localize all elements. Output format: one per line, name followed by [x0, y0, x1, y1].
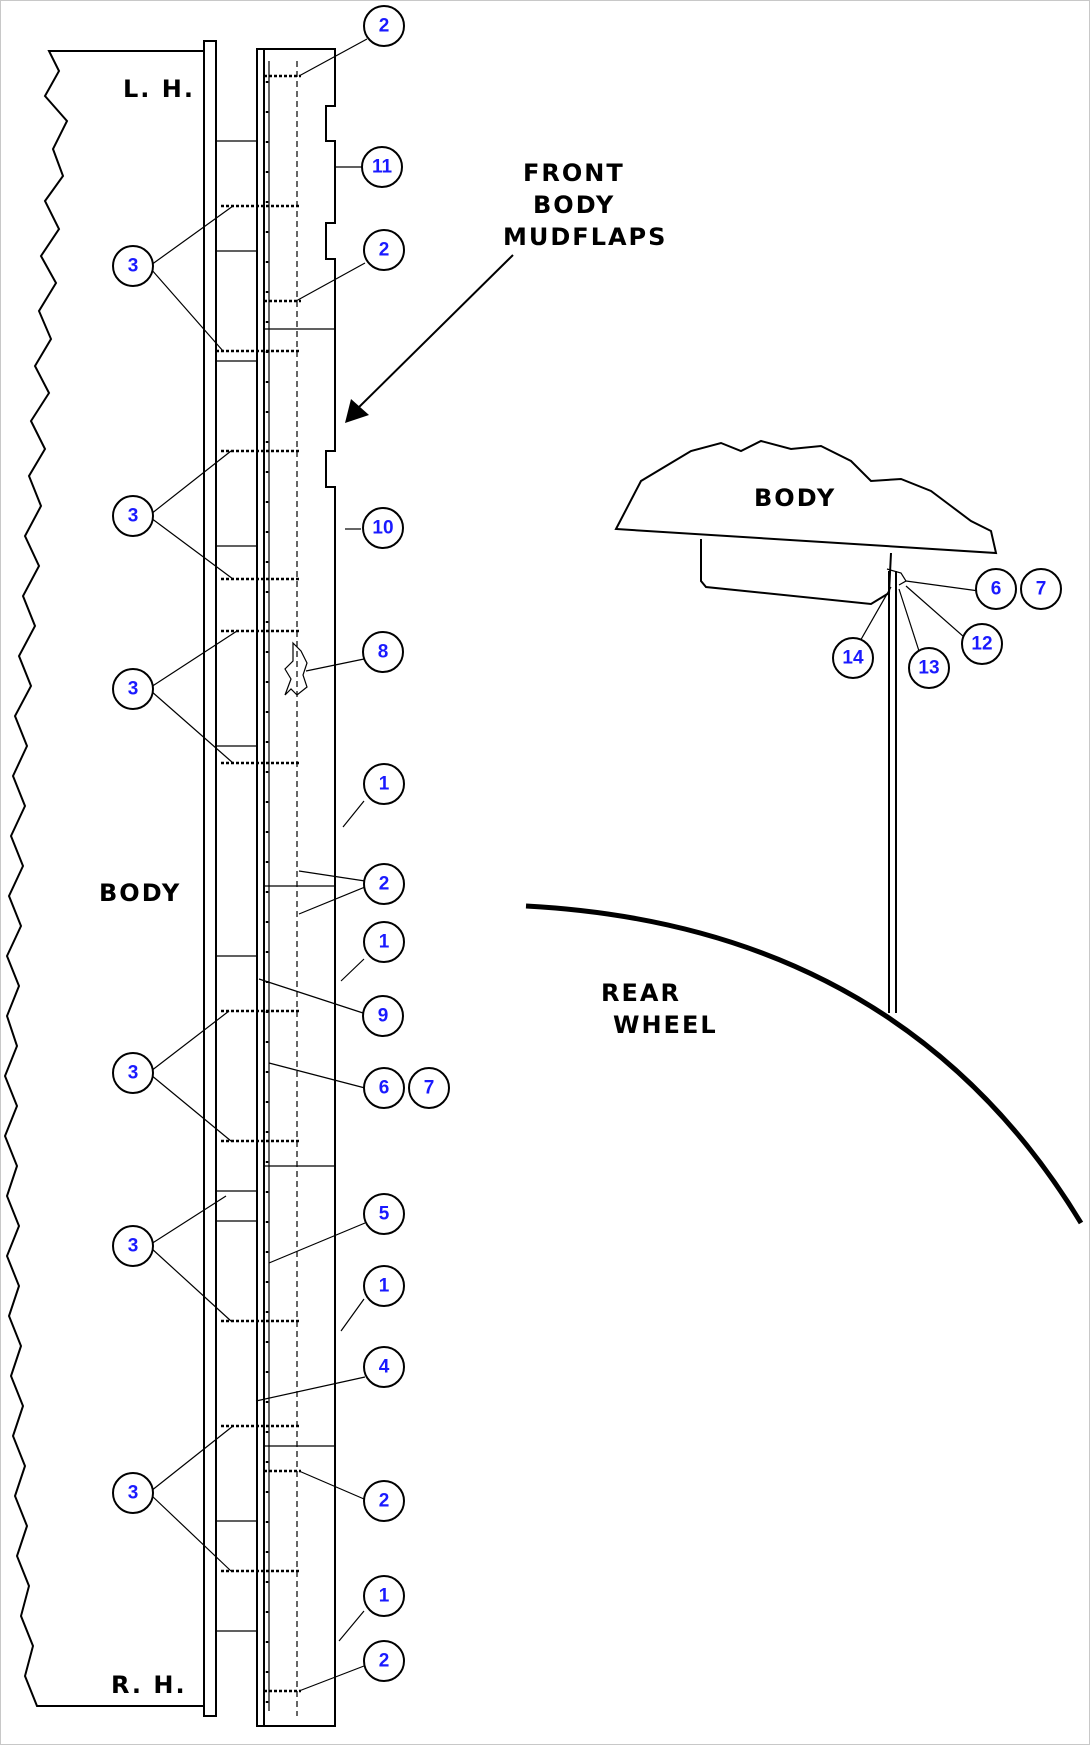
svg-text:3: 3	[128, 1483, 139, 1504]
callout-13: 13	[908, 647, 950, 689]
callout-6-left: 6	[363, 1067, 405, 1109]
svg-text:3: 3	[128, 506, 139, 527]
rh-label: R. H.	[111, 1671, 187, 1699]
callout-1-a: 1	[363, 763, 405, 805]
svg-text:8: 8	[378, 642, 389, 663]
svg-text:2: 2	[379, 1491, 390, 1512]
leader-lines	[150, 38, 368, 1692]
svg-text:14: 14	[842, 648, 864, 669]
lh-label: L. H.	[123, 75, 195, 103]
callout-1-d: 1	[363, 1575, 405, 1617]
bracket-detail	[886, 568, 907, 586]
svg-text:4: 4	[379, 1357, 390, 1378]
svg-text:7: 7	[1036, 579, 1047, 600]
svg-text:6: 6	[991, 579, 1002, 600]
svg-text:1: 1	[379, 774, 390, 795]
rear-wheel-arc	[525, 903, 1084, 1225]
svg-text:3: 3	[128, 1063, 139, 1084]
callout-3-f: 3	[112, 1472, 154, 1514]
body-section-outline	[614, 439, 998, 555]
callout-2-b: 2	[363, 229, 405, 271]
callout-3-e: 3	[112, 1225, 154, 1267]
body-label-right: BODY	[754, 484, 836, 512]
svg-text:5: 5	[379, 1204, 390, 1225]
callout-1-c: 1	[363, 1265, 405, 1307]
svg-text:11: 11	[372, 157, 393, 178]
mudflap-outline	[256, 48, 336, 1727]
svg-text:2: 2	[379, 240, 390, 261]
body-rib-plates	[216, 140, 257, 1632]
svg-text:9: 9	[378, 1006, 389, 1027]
callout-2-bottom: 2	[363, 1640, 405, 1682]
body-rail-section	[700, 539, 892, 606]
svg-text:3: 3	[128, 679, 139, 700]
callout-7-left: 7	[408, 1067, 450, 1109]
mudflaps-arrow-line	[352, 254, 514, 414]
svg-text:1: 1	[379, 1586, 390, 1607]
callout-4: 4	[363, 1346, 405, 1388]
callout-2-mid: 2	[363, 863, 405, 905]
callout-3-b: 3	[112, 495, 154, 537]
rear-label: REAR	[601, 979, 681, 1007]
callout-7-right: 7	[1020, 568, 1062, 610]
svg-text:10: 10	[372, 518, 393, 539]
callout-2-c: 2	[363, 1480, 405, 1522]
right-leader-lines	[858, 580, 980, 652]
bolt-rows	[216, 74, 301, 1693]
callout-6-right: 6	[975, 568, 1017, 610]
callout-3-a: 3	[112, 245, 154, 287]
front-label: FRONT	[523, 159, 625, 187]
callout-9: 9	[362, 995, 404, 1037]
svg-text:2: 2	[379, 16, 390, 37]
svg-text:2: 2	[379, 874, 390, 895]
svg-text:6: 6	[379, 1078, 390, 1099]
svg-text:1: 1	[379, 932, 390, 953]
callout-3-c: 3	[112, 668, 154, 710]
svg-text:7: 7	[424, 1078, 435, 1099]
callout-2-top: 2	[363, 5, 405, 47]
callout-3-d: 3	[112, 1052, 154, 1094]
wheel-label: WHEEL	[613, 1011, 718, 1039]
body-label-left: BODY	[99, 879, 181, 907]
mudflaps-arrow-head	[345, 399, 369, 423]
mudflaps-label: MUDFLAPS	[503, 223, 667, 251]
callout-1-b: 1	[363, 921, 405, 963]
callout-8: 8	[362, 631, 404, 673]
mudflap-damage-outline	[284, 641, 308, 696]
body-label-title: BODY	[533, 191, 615, 219]
callout-10: 10	[362, 507, 404, 549]
svg-text:2: 2	[379, 1651, 390, 1672]
body-break-line	[3, 50, 204, 1707]
callout-12: 12	[961, 623, 1003, 665]
body-flange	[203, 40, 217, 1717]
svg-text:3: 3	[128, 1236, 139, 1257]
svg-text:3: 3	[128, 256, 139, 277]
svg-text:1: 1	[379, 1276, 390, 1297]
callout-11: 11	[361, 146, 403, 188]
svg-text:13: 13	[918, 658, 939, 679]
callout-bubbles: 2 11 2 3 3 10 8 3 1 2 1 9 3 6 7 5 3 1 4 …	[112, 5, 1062, 1682]
svg-text:12: 12	[971, 634, 992, 655]
callout-14: 14	[832, 637, 874, 679]
callout-5: 5	[363, 1193, 405, 1235]
